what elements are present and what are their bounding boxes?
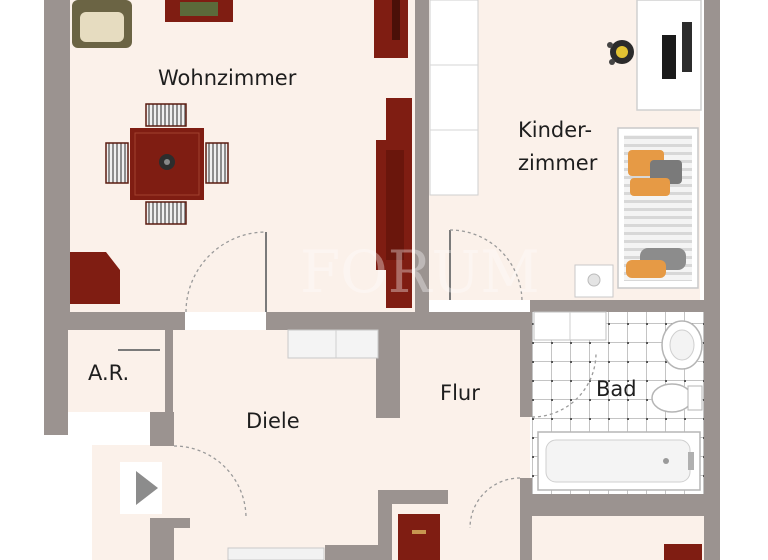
chair [105,142,129,184]
watermark: FORUM [300,238,540,306]
diele-furniture [227,329,702,560]
corner-cabinet [70,252,120,304]
label-wohnzimmer: Wohnzimmer [158,66,297,90]
label-flur: Flur [440,381,480,405]
floor-diele [168,330,390,560]
door-swings [173,229,597,529]
keyboard [682,22,692,72]
wardrobe [429,0,479,196]
label-kinderzimmer-line1: Kinder- [518,118,592,142]
shoe-cabinet [398,514,440,560]
bad-fixtures [533,311,703,491]
label-abstellraum: A.R. [88,361,129,385]
chair [145,201,187,225]
label-bad: Bad [596,377,637,401]
wall-cabinet [374,0,408,58]
entrance-arrow-icon [136,471,158,505]
label-diele: Diele [246,409,300,433]
floors [68,0,706,560]
cabinet-bottom-right [664,544,702,560]
toilet [651,383,693,413]
monitor [662,35,676,79]
chair [205,142,229,184]
wardrobe-diele [287,329,379,359]
kinderzimmer-furniture [429,0,702,298]
pillow [626,260,666,278]
sideboard [386,98,412,140]
label-kinderzimmer-line2: zimmer [518,151,598,175]
wall-lines [118,230,451,351]
wohnzimmer-furniture [70,0,412,308]
bench [227,547,325,560]
sideboard [386,270,412,308]
chair [145,103,187,127]
pillow [630,178,670,196]
walls [44,0,720,560]
floor-abstellraum [68,330,168,412]
